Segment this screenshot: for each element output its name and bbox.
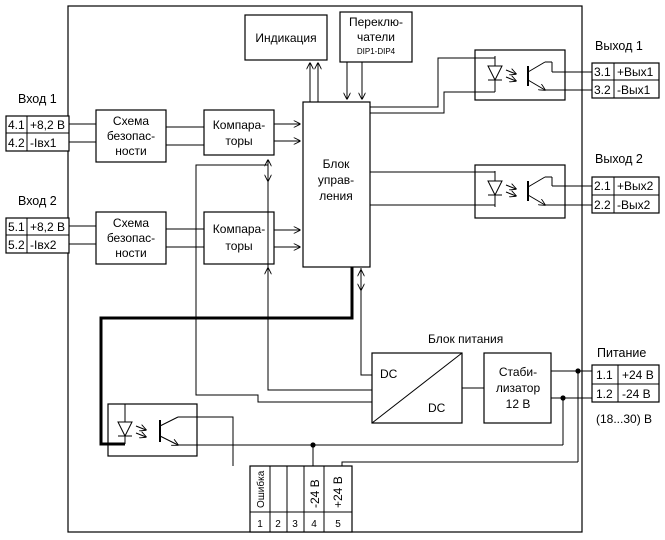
safety-2-line1: Схема [113,216,149,230]
output-1-group: Выход 1 3.1 +Вых1 3.2 -Вых1 [591,39,660,99]
safety-circuit-1: Схема безопас- ности [95,109,167,163]
dc-out-label: DC [428,401,446,415]
safety-2-line3: ности [115,246,147,260]
output-2-group: Выход 2 2.1 +Вых2 2.2 -Вых2 [591,152,660,214]
terminal-label-1: Ошибка [255,470,267,508]
output-1-row-1-num: 3.1 [594,65,611,79]
input-2-title: Вход 2 [18,194,57,208]
input-1-row-2-label: -Iвх1 [30,136,57,150]
power-group: Питание 1.1 +24 В 1.2 -24 В (18...30) В [591,346,660,426]
input-1-row-2-num: 4.2 [8,136,25,150]
dip-line1: Переклю- [349,15,403,29]
dip-line2: чатели [357,30,395,44]
input-1-row-1-label: +8,2 В [30,118,65,132]
output-1-title: Выход 1 [595,39,643,53]
dc-in-label: DC [380,367,398,381]
input-2-row-2-num: 5.2 [8,238,25,252]
indication-label: Индикация [255,31,316,45]
indication-block: Индикация [244,14,328,61]
input-2-group: Вход 2 5.1 +8,2 В 5.2 -Iвх2 [5,194,70,254]
terminal-num-5: 5 [335,519,341,530]
input-1-row-1-num: 4.1 [8,118,25,132]
output-1-row-2-num: 3.2 [594,83,611,97]
terminal-num-2: 2 [275,519,281,530]
output-2-row-2-num: 2.2 [594,198,611,212]
terminal-num-1: 1 [257,519,263,530]
optocoupler-out-2 [474,164,566,219]
safety-1-line2: безопас- [107,129,155,143]
comparator-1: Компара- торы [203,109,275,156]
comparator-1-line1: Компара- [213,118,265,132]
dip-switches-block: Переклю- чатели DIP1-DIP4 [339,11,413,63]
safety-1-line3: ности [115,144,147,158]
dip-line3: DIP1-DIP4 [357,47,396,56]
input-2-row-1-label: +8,2 В [30,220,65,234]
input-1-title: Вход 1 [18,92,57,106]
output-2-row-1-label: +Вых2 [617,179,654,193]
safety-1-line1: Схема [113,114,149,128]
terminal-label-5: +24 В [331,476,345,508]
power-unit-title: Блок питания [428,332,503,346]
control-line1: Блок [323,157,351,171]
output-2-row-1-num: 2.1 [594,179,611,193]
control-line3: ления [319,189,353,203]
comparator-2: Компара- торы [203,211,275,265]
input-2-row-2-label: -Iвх2 [30,238,57,252]
stabilizer-block: Стаби- лизатор 12 В [483,352,552,424]
output-1-row-1-label: +Вых1 [617,65,654,79]
output-2-title: Выход 2 [595,152,643,166]
terminal-label-4: -24 В [308,479,322,508]
input-2-row-1-num: 5.1 [8,220,25,234]
output-1-row-2-label: -Вых1 [617,83,651,97]
input-1-group: Вход 1 4.1 +8,2 В 4.2 -Iвх1 [5,92,70,152]
stab-line1: Стаби- [499,365,537,379]
output-2-row-2-label: -Вых2 [617,198,651,212]
power-title: Питание [597,346,646,360]
power-row-2-num: 1.2 [596,387,613,401]
optocoupler-error [107,403,198,457]
comparator-2-line1: Компара- [213,222,265,236]
power-row-1-label: +24 В [622,368,654,382]
safety-2-line2: безопас- [107,231,155,245]
stab-line3: 12 В [506,397,531,411]
power-range: (18...30) В [596,412,652,426]
control-line2: управ- [318,173,354,187]
comparator-1-line2: торы [225,134,252,148]
stab-line2: лизатор [496,381,541,395]
safety-circuit-2: Схема безопас- ности [95,211,167,265]
dc-dc-converter: DC DC [371,352,463,424]
comparator-2-line2: торы [225,239,252,253]
power-row-1-num: 1.1 [596,368,613,382]
control-block: Блок управ- ления [302,101,371,268]
bottom-terminal-strip: Ошибка -24 В +24 В 1 2 3 4 5 [249,465,353,533]
power-row-2-label: -24 В [622,387,651,401]
terminal-num-3: 3 [292,519,298,530]
terminal-num-4: 4 [311,519,317,530]
